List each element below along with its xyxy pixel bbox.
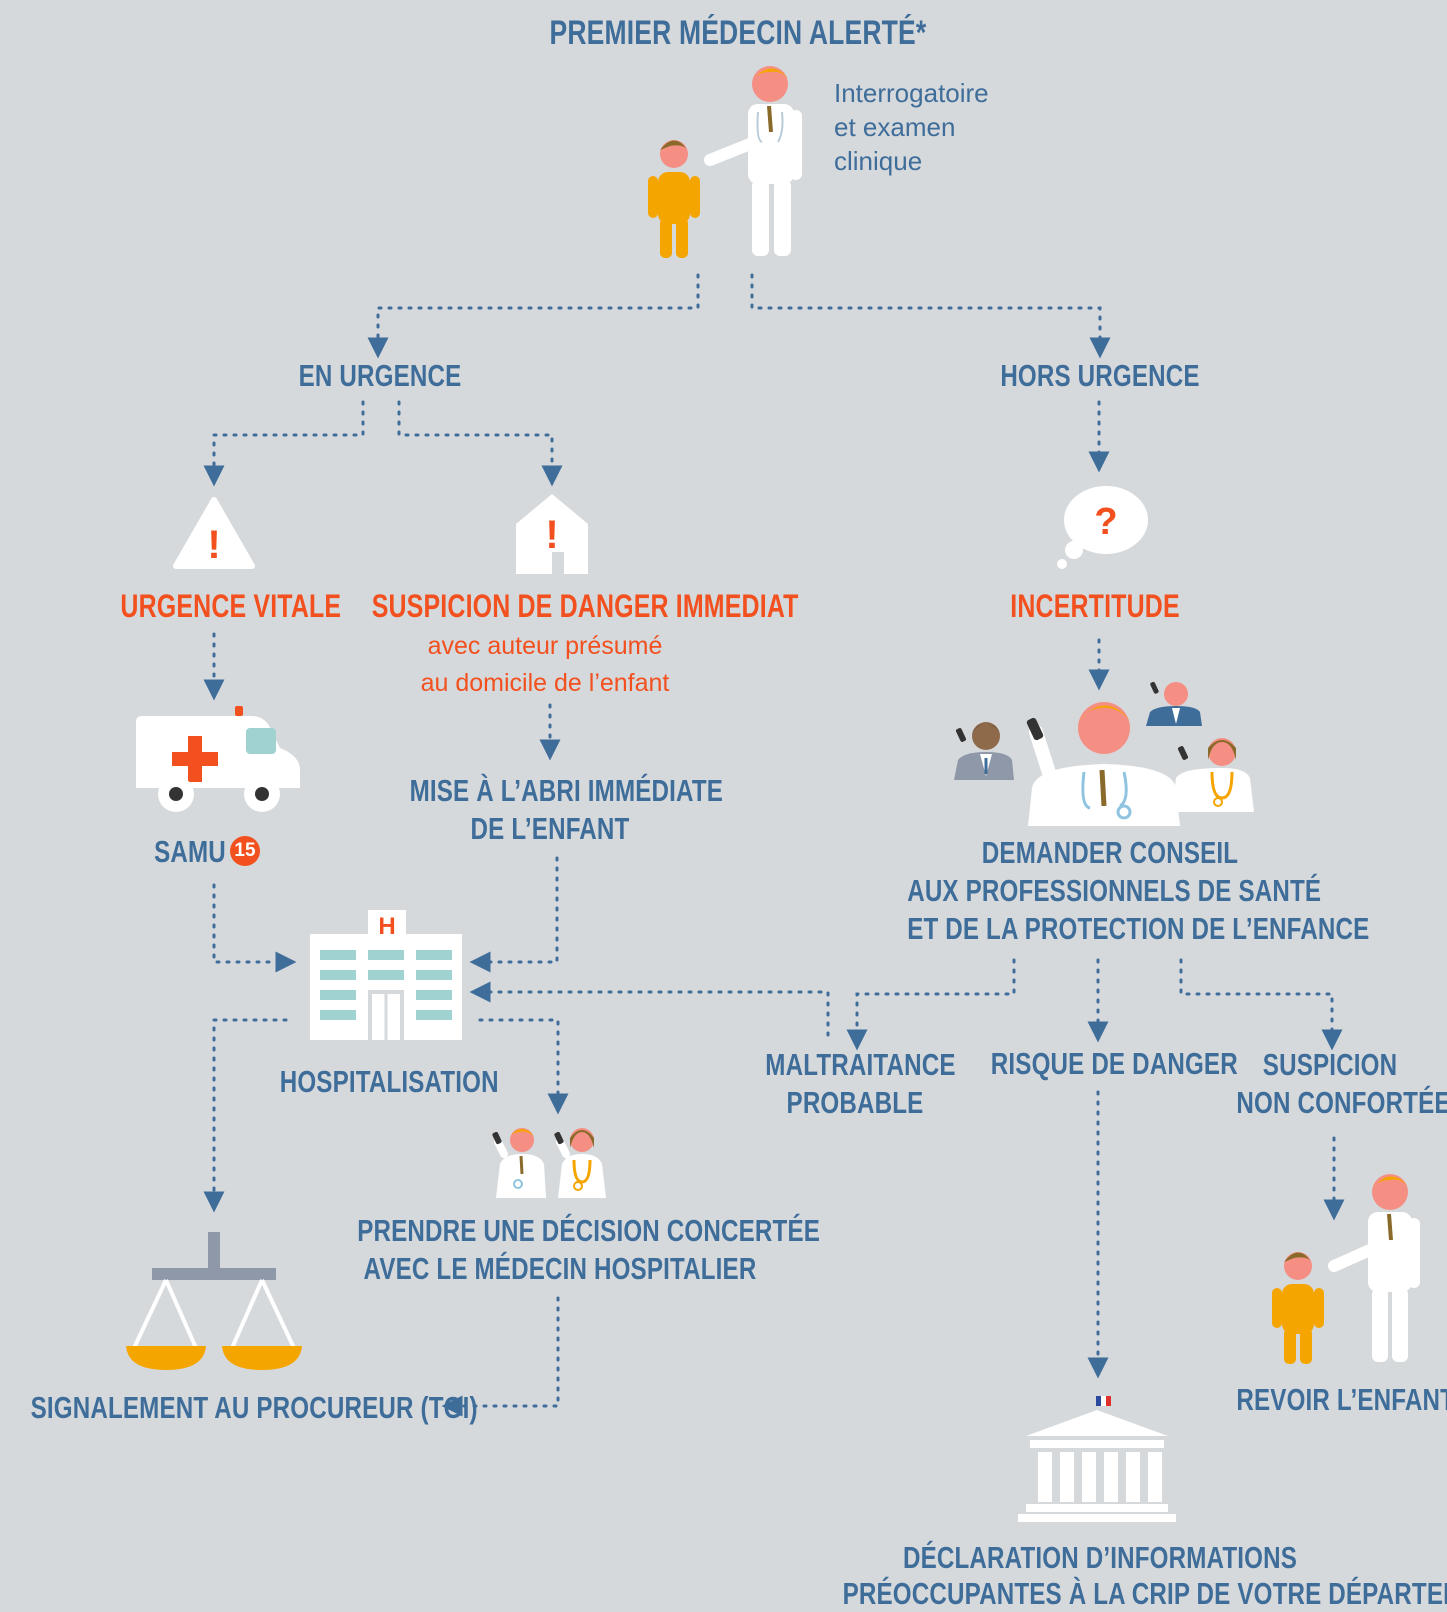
question-bubble-icon: ?	[1057, 486, 1148, 569]
samu-phone-badge: 15	[230, 836, 260, 866]
decision-label: PRENDRE UNE DÉCISION CONCERTÉE AVEC LE M…	[357, 1212, 821, 1288]
shelter-action: MISE À L’ABRI IMMÉDIATE DE L’ENFANT	[409, 772, 724, 848]
review-label: REVOIR L’ENFANT	[1236, 1382, 1447, 1417]
uncertainty-label: INCERTITUDE	[1010, 588, 1180, 624]
urgent-vital-label: URGENCE VITALE	[120, 588, 342, 624]
outcome-unconfirmed-line: SUSPICION	[1262, 1047, 1398, 1082]
decision-line: PRENDRE UNE DÉCISION CONCERTÉE	[357, 1213, 821, 1248]
outcome-unconfirmed: SUSPICION NON CONFORTÉE	[1236, 1046, 1447, 1122]
outcome-probable: MALTRAITANCE PROBABLE	[765, 1046, 956, 1122]
shelter-action-line: MISE À L’ABRI IMMÉDIATE	[409, 773, 724, 808]
review-child-icon	[1272, 1174, 1420, 1364]
decision-line: AVEC LE MÉDECIN HOSPITALIER	[363, 1251, 757, 1286]
house-warning-mark: !	[545, 513, 558, 557]
hospital-icon: H	[310, 910, 462, 1040]
danger-detail-line: au domicile de l’enfant	[420, 669, 670, 697]
declaration-line: PRÉOCCUPANTES À LA CRIP DE VOTRE DÉPARTE…	[842, 1576, 1447, 1611]
branch-non-urgent: HORS URGENCE	[1000, 358, 1200, 393]
intro-note-line: Interrogatoire	[834, 78, 989, 108]
outcome-probable-line: MALTRAITANCE	[765, 1047, 956, 1082]
report-label: SIGNALEMENT AU PROCUREUR (TGI)	[30, 1390, 478, 1425]
branch-urgent: EN URGENCE	[298, 358, 462, 393]
scales-icon	[126, 1232, 302, 1370]
hospital-sign: H	[378, 913, 395, 940]
ambulance-icon	[136, 706, 300, 812]
danger-detail-line: avec auteur présumé	[427, 632, 663, 660]
professionals-group-icon	[954, 681, 1254, 826]
question-mark: ?	[1094, 501, 1117, 543]
hospitalisation-label: HOSPITALISATION	[279, 1064, 499, 1099]
intro-note: Interrogatoire et examen clinique	[834, 76, 989, 178]
advice-line: AUX PROFESSIONNELS DE SANTÉ	[907, 873, 1322, 908]
danger-label: SUSPICION DE DANGER IMMEDIAT	[371, 588, 799, 624]
doctor-child-icon	[648, 66, 802, 258]
advice-label: DEMANDER CONSEIL AUX PROFESSIONNELS DE S…	[907, 834, 1370, 948]
doctors-phone-icon	[492, 1128, 606, 1198]
house-alert-icon: !	[516, 494, 588, 574]
samu-label: SAMU	[154, 834, 226, 869]
shelter-action-line: DE L’ENFANT	[470, 811, 630, 846]
warning-mark: !	[207, 523, 220, 567]
declaration-label: DÉCLARATION D’INFORMATIONS PRÉOCCUPANTES…	[842, 1540, 1447, 1612]
advice-line: DEMANDER CONSEIL	[981, 835, 1239, 870]
intro-note-line: et examen	[834, 112, 956, 142]
outcome-risk: RISQUE DE DANGER	[990, 1046, 1238, 1081]
page-title: PREMIER MÉDECIN ALERTÉ*	[549, 14, 927, 52]
declaration-line: DÉCLARATION D’INFORMATIONS	[902, 1540, 1298, 1575]
outcome-probable-line: PROBABLE	[786, 1085, 924, 1120]
government-building-icon	[1018, 1396, 1176, 1522]
danger-detail: avec auteur présumé au domicile de l’enf…	[350, 628, 740, 702]
warning-icon: !	[173, 497, 255, 569]
intro-note-line: clinique	[834, 146, 923, 176]
outcome-unconfirmed-line: NON CONFORTÉE	[1236, 1085, 1447, 1120]
advice-line: ET DE LA PROTECTION DE L’ENFANCE	[907, 911, 1370, 946]
